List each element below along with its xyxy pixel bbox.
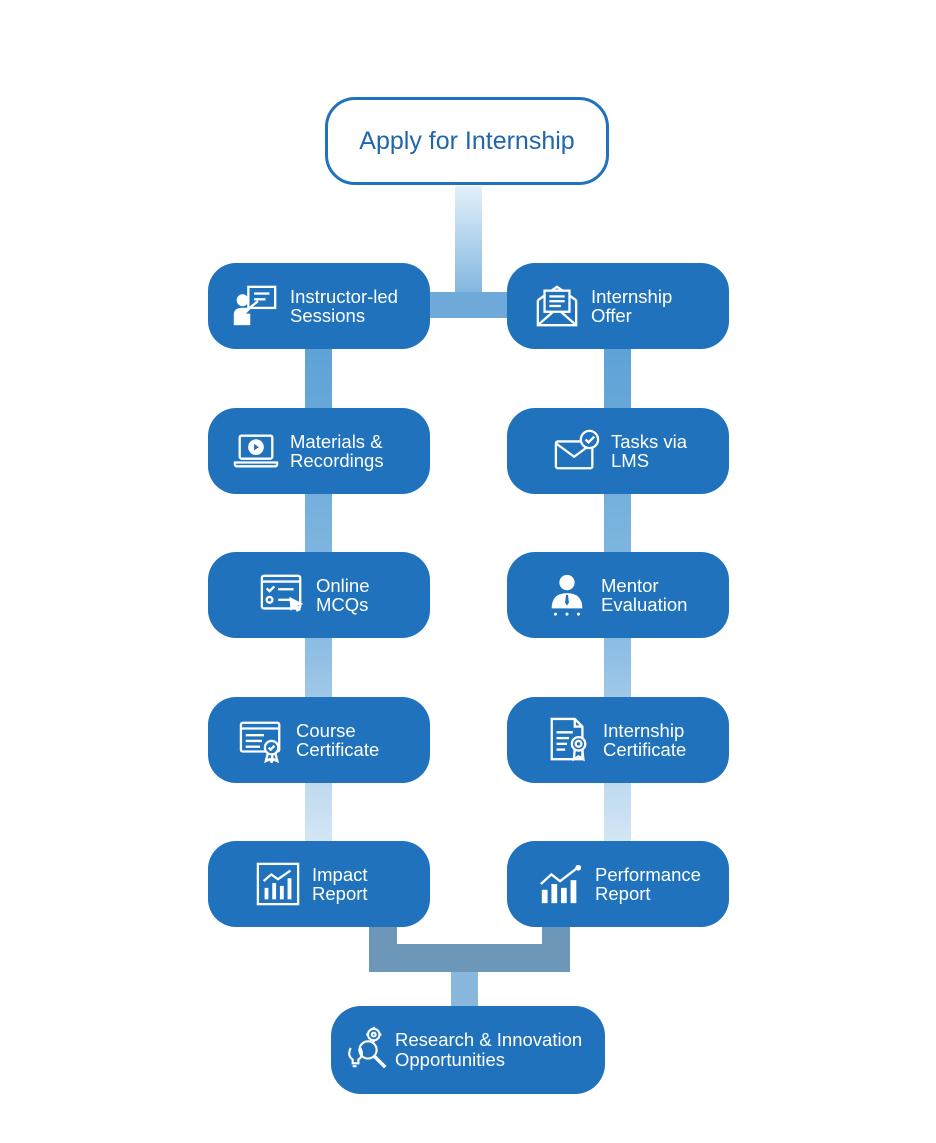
label-line2: Evaluation: [601, 594, 688, 615]
label-line1: Online: [316, 575, 370, 596]
label-line1: Course: [296, 720, 356, 741]
label-line1: Tasks via: [611, 431, 688, 452]
label-line1: Impact: [312, 864, 368, 885]
mail-check-icon: [551, 425, 603, 477]
laptop-video-icon: [230, 425, 282, 477]
certificate-icon: [236, 714, 288, 766]
label-line1: Performance: [595, 864, 701, 885]
label-line2: Report: [595, 883, 651, 904]
document-badge-icon: [543, 714, 595, 766]
apply-label: Apply for Internship: [359, 126, 575, 155]
label-line1: Mentor: [601, 575, 659, 596]
label-line2: Certificate: [603, 739, 687, 760]
label-line1: Internship: [603, 720, 685, 741]
label-line2: LMS: [611, 450, 650, 471]
connector-top-horizontal: [420, 292, 516, 318]
label-line2: Recordings: [290, 450, 384, 471]
connector-bottom-horizontal: [369, 944, 570, 972]
label-line1: Research & Innovation: [395, 1029, 583, 1050]
label-line2: Report: [312, 883, 368, 904]
connector-top-vertical: [455, 186, 482, 296]
label-line2: Opportunities: [395, 1049, 506, 1070]
label-line2: Sessions: [290, 305, 366, 326]
envelope-letter-icon: [531, 280, 583, 332]
connector-bottom-vertical: [451, 972, 478, 1008]
chart-icon: [252, 858, 304, 910]
label-line1: Materials &: [290, 431, 383, 452]
label-line1: Internship: [591, 286, 673, 307]
research-icon: [345, 1025, 391, 1076]
node-materials-recordings: Materials &Recordings: [208, 408, 430, 494]
quiz-icon: [256, 569, 308, 621]
mentor-icon: [541, 569, 593, 621]
label-line2: Certificate: [296, 739, 380, 760]
apply-node: Apply for Internship: [325, 97, 609, 185]
label-line2: Offer: [591, 305, 632, 326]
instructor-icon: [230, 280, 282, 332]
chart-icon: [535, 858, 587, 910]
label-line2: MCQs: [316, 594, 369, 615]
label-line1: Instructor-led: [290, 286, 398, 307]
